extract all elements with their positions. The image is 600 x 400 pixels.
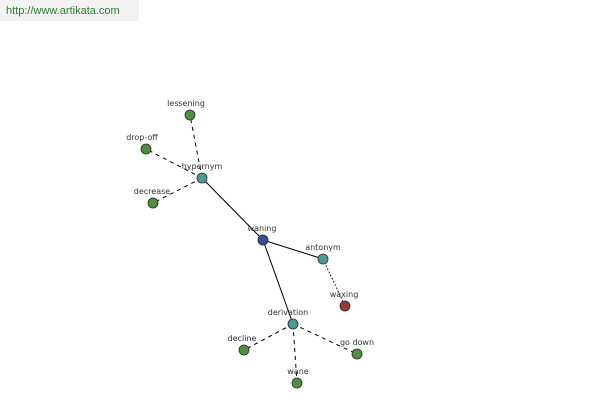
- node-dot-decrease[interactable]: [147, 197, 159, 209]
- node-dot-go-down[interactable]: [351, 348, 363, 360]
- node-label-derivation[interactable]: derivation: [268, 308, 308, 317]
- word-node-waxing[interactable]: waxing: [330, 290, 359, 312]
- edge-derivation-wane: [292, 323, 298, 384]
- node-label-waning[interactable]: waning: [248, 224, 277, 233]
- node-label-drop-off[interactable]: drop-off: [126, 133, 158, 142]
- relation-node-antonym[interactable]: antonym: [305, 243, 341, 265]
- node-dot-wane[interactable]: [291, 377, 303, 389]
- node-label-wane[interactable]: wane: [287, 367, 309, 376]
- edge-hypernym-lessening: [189, 114, 203, 179]
- edge-waning-hypernym: [201, 177, 264, 241]
- edges-layer: [145, 114, 358, 384]
- site-url-link[interactable]: http://www.artikata.com: [0, 0, 139, 21]
- edge-hypernym-decrease: [152, 177, 203, 204]
- edge-derivation-decline: [243, 323, 294, 351]
- edge-waning-derivation: [262, 239, 294, 325]
- node-label-lessening[interactable]: lessening: [167, 99, 205, 108]
- word-node-wane[interactable]: wane: [287, 367, 309, 389]
- edge-antonym-waxing: [322, 258, 346, 307]
- node-label-hypernym[interactable]: hypernym: [182, 162, 223, 171]
- word-node-lessening[interactable]: lessening: [167, 99, 205, 121]
- node-dot-waxing[interactable]: [339, 300, 351, 312]
- edge-derivation-go-down: [292, 323, 358, 355]
- node-label-antonym[interactable]: antonym: [305, 243, 341, 252]
- node-dot-hypernym[interactable]: [196, 172, 208, 184]
- edge-hypernym-drop-off: [145, 148, 203, 179]
- node-dot-lessening[interactable]: [184, 109, 196, 121]
- word-node-decrease[interactable]: decrease: [134, 187, 171, 209]
- node-dot-drop-off[interactable]: [140, 143, 152, 155]
- word-node-drop-off[interactable]: drop-off: [126, 133, 158, 155]
- node-label-go-down[interactable]: go down: [340, 338, 374, 347]
- node-label-decline[interactable]: decline: [228, 334, 257, 343]
- relation-node-derivation[interactable]: derivation: [268, 308, 308, 330]
- edge-waning-antonym: [262, 239, 324, 260]
- word-node-go-down[interactable]: go down: [340, 338, 374, 360]
- node-label-waxing[interactable]: waxing: [330, 290, 359, 299]
- word-node-decline[interactable]: decline: [228, 334, 257, 356]
- node-label-decrease[interactable]: decrease: [134, 187, 171, 196]
- node-dot-decline[interactable]: [238, 344, 250, 356]
- node-dot-waning[interactable]: [257, 234, 269, 246]
- center-node-waning[interactable]: waning: [248, 224, 277, 246]
- node-dot-antonym[interactable]: [317, 253, 329, 265]
- node-dot-derivation[interactable]: [287, 318, 299, 330]
- relation-node-hypernym[interactable]: hypernym: [182, 162, 223, 184]
